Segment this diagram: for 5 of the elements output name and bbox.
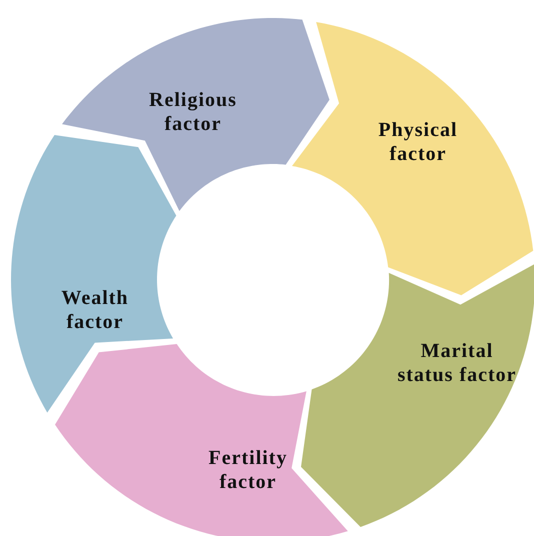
segment-label: Marital status factor [396,338,518,387]
segment-label: Religious factor [148,88,238,136]
segment-label: Fertility factor [208,446,288,494]
segment-label: Wealth factor [60,286,130,334]
segment-label: Physical factor [377,118,459,166]
